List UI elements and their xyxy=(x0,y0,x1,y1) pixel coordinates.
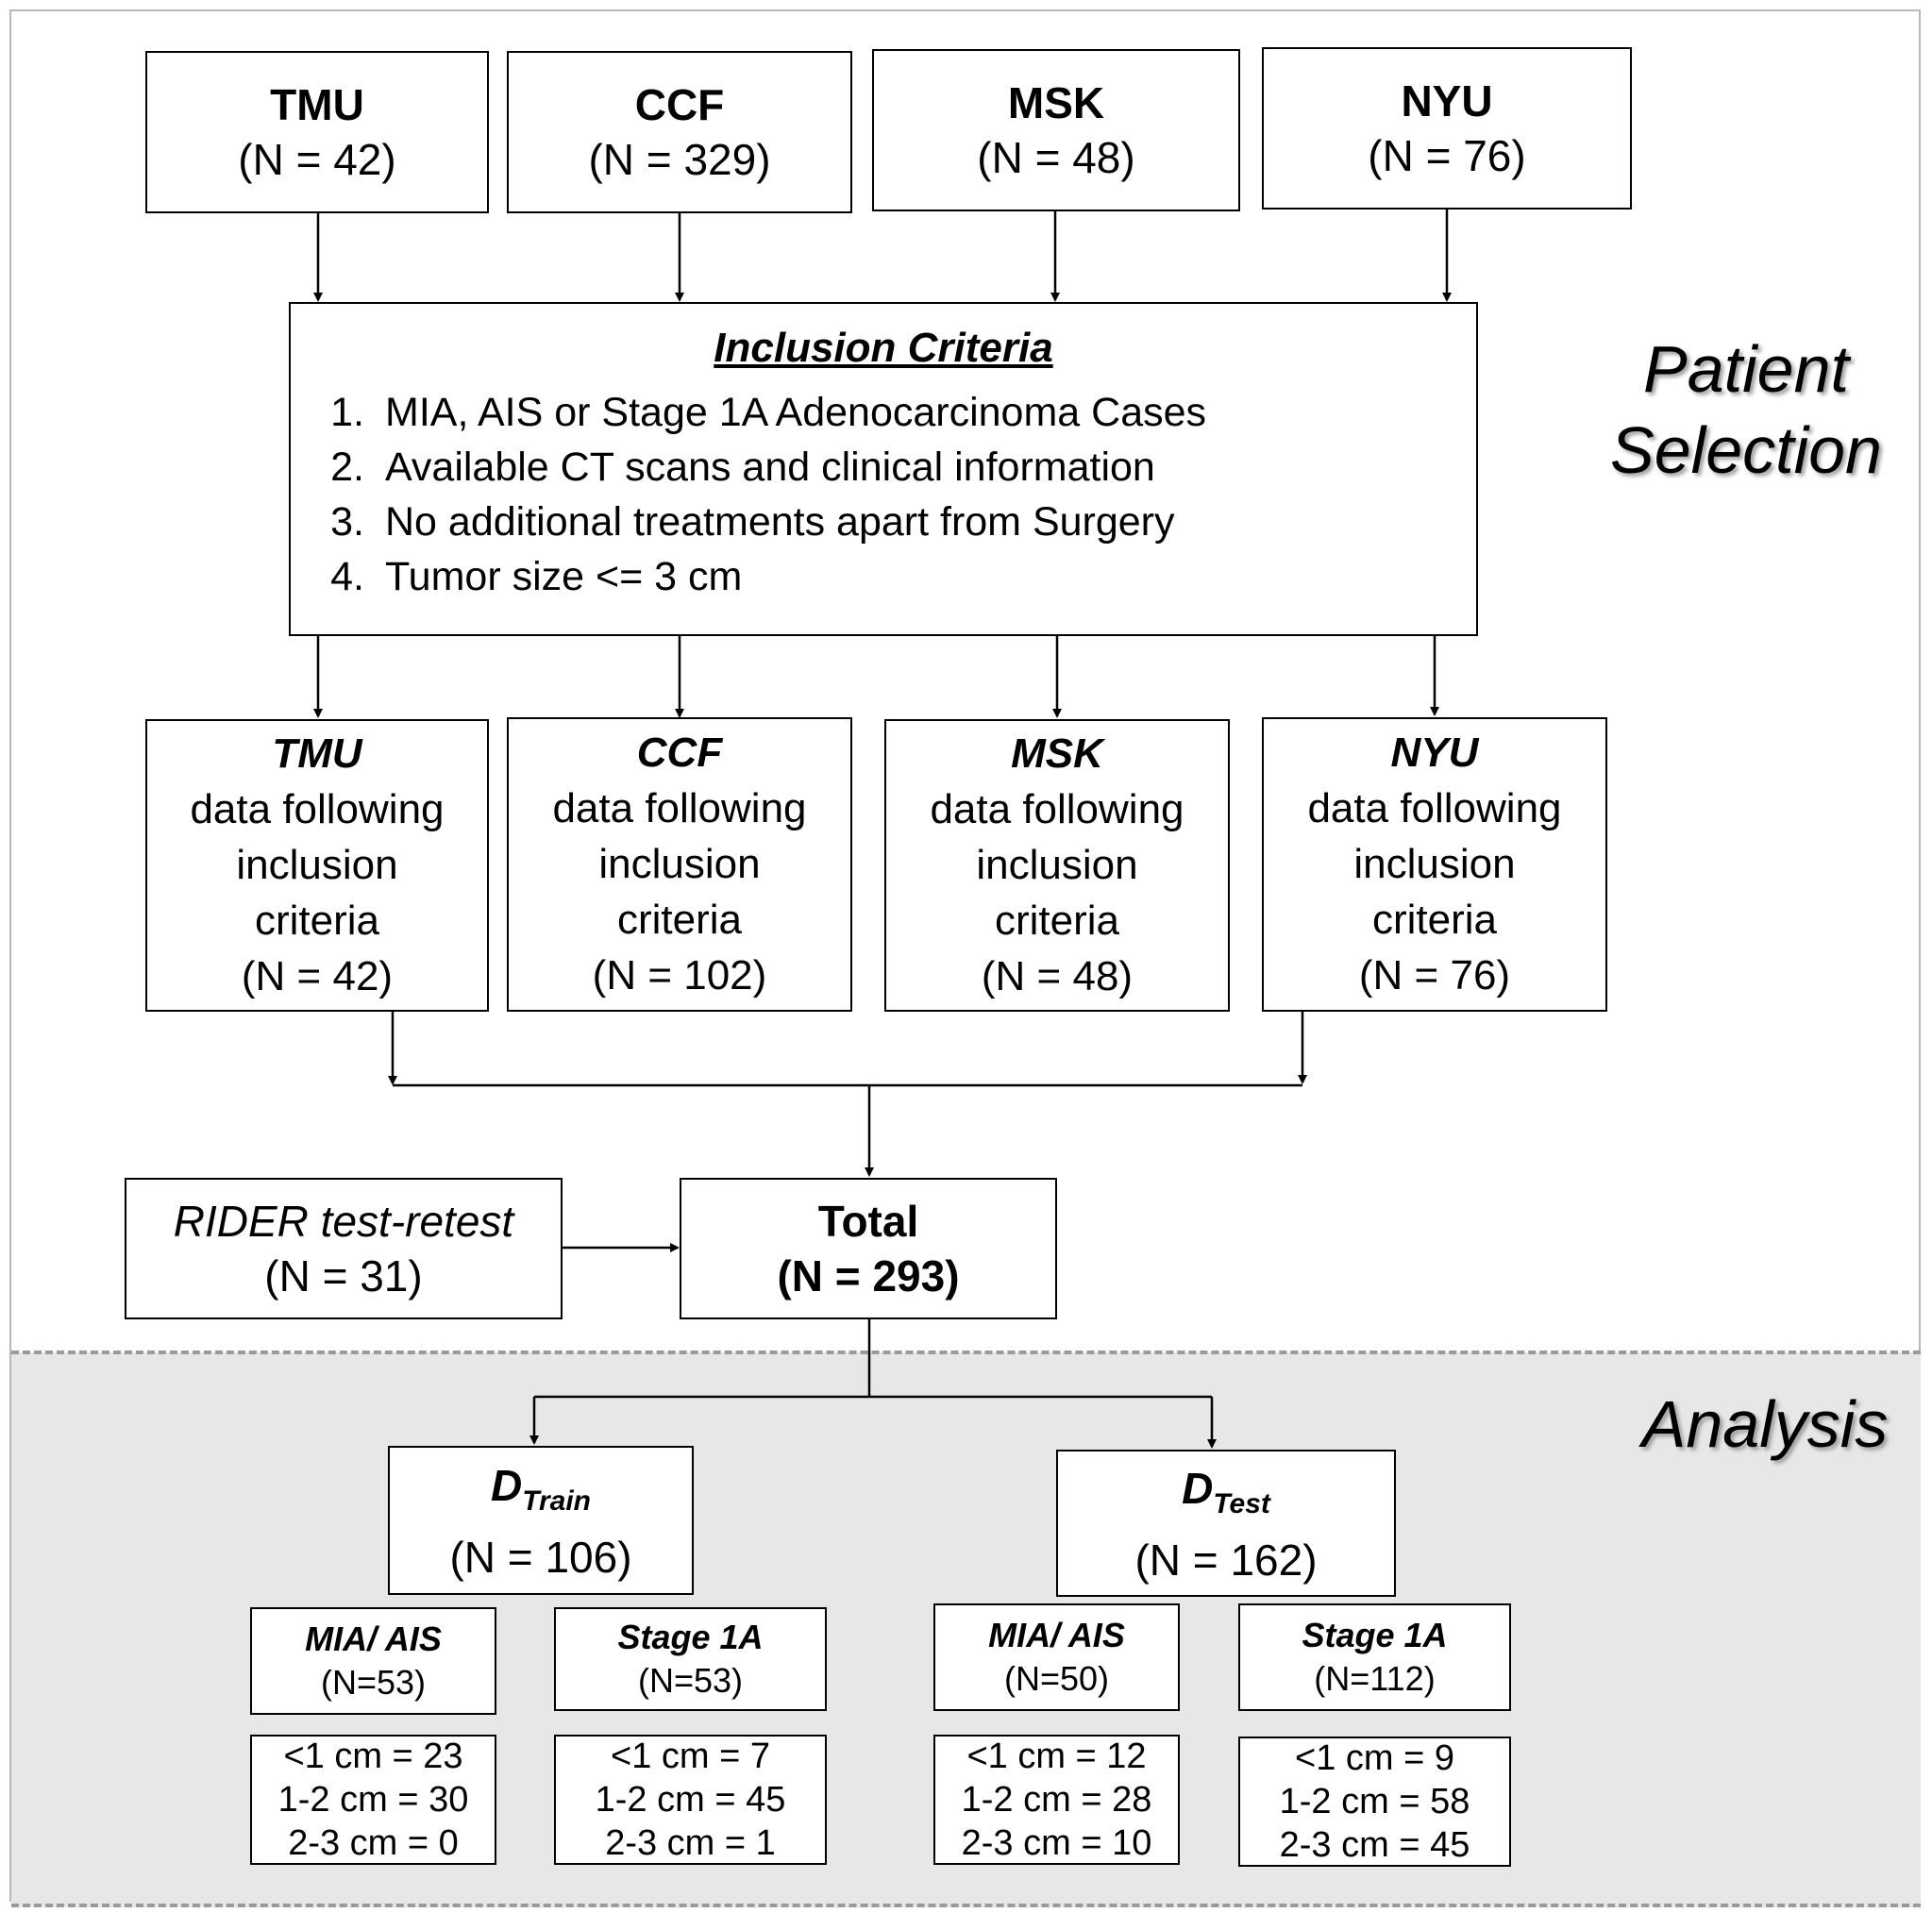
train-box: DTrain (N = 106) xyxy=(388,1446,694,1595)
source-box-tmu: TMU (N = 42) xyxy=(145,51,489,213)
criteria-item: 2.Available CT scans and clinical inform… xyxy=(330,445,1155,490)
inclusion-criteria-title: Inclusion Criteria xyxy=(714,325,1053,371)
filtered-count: (N = 48) xyxy=(981,953,1134,999)
train-mia-ais-box: MIA/ AIS (N=53) xyxy=(250,1607,496,1715)
test-count: (N = 162) xyxy=(1134,1535,1318,1585)
source-box-msk: MSK (N = 48) xyxy=(872,49,1240,211)
section-divider-bottom xyxy=(11,1904,1921,1907)
filtered-count: (N = 76) xyxy=(1358,952,1511,998)
criteria-item: 4.Tumor size <= 3 cm xyxy=(330,554,743,599)
filtered-count: (N = 102) xyxy=(592,952,767,998)
train-mia-ais-sizes: <1 cm = 23 1-2 cm = 30 2-3 cm = 0 xyxy=(250,1735,496,1865)
total-title: Total xyxy=(817,1197,919,1246)
criteria-item: 3.No additional treatments apart from Su… xyxy=(330,499,1175,545)
patient-selection-label: Patient Selection xyxy=(1610,332,1882,487)
total-box: Total (N = 293) xyxy=(680,1178,1057,1319)
test-mia-ais-sizes: <1 cm = 12 1-2 cm = 28 2-3 cm = 10 xyxy=(933,1735,1180,1865)
section-divider-top xyxy=(11,1351,1921,1354)
rider-title: RIDER test-retest xyxy=(173,1197,514,1246)
train-stage-1a-box: Stage 1A (N=53) xyxy=(554,1607,827,1711)
rider-count: (N = 31) xyxy=(264,1251,423,1301)
test-stage-1a-sizes: <1 cm = 9 1-2 cm = 58 2-3 cm = 45 xyxy=(1238,1737,1511,1867)
total-count: (N = 293) xyxy=(777,1251,960,1301)
inclusion-criteria-box: Inclusion Criteria 1.MIA, AIS or Stage 1… xyxy=(289,302,1478,636)
criteria-item: 1.MIA, AIS or Stage 1A Adenocarcinoma Ca… xyxy=(330,390,1207,435)
train-title: DTrain xyxy=(490,1460,592,1517)
rider-box: RIDER test-retest (N = 31) xyxy=(125,1178,563,1319)
test-title: DTest xyxy=(1182,1463,1270,1519)
source-site-label: CCF xyxy=(634,80,725,129)
source-count: (N = 48) xyxy=(977,133,1135,182)
test-box: DTest (N = 162) xyxy=(1056,1450,1396,1597)
filtered-site-label: CCF xyxy=(636,730,723,776)
source-site-label: MSK xyxy=(1007,78,1105,127)
filtered-count: (N = 42) xyxy=(241,953,394,999)
train-stage-1a-sizes: <1 cm = 7 1-2 cm = 45 2-3 cm = 1 xyxy=(554,1735,827,1865)
source-box-ccf: CCF (N = 329) xyxy=(507,51,852,213)
filtered-site-label: NYU xyxy=(1390,730,1479,776)
test-stage-1a-box: Stage 1A (N=112) xyxy=(1238,1603,1511,1711)
test-mia-ais-box: MIA/ AIS (N=50) xyxy=(933,1603,1180,1711)
filtered-site-label: TMU xyxy=(272,730,362,777)
source-count: (N = 76) xyxy=(1368,131,1526,180)
source-count: (N = 329) xyxy=(588,135,771,184)
inclusion-criteria-list: 1.MIA, AIS or Stage 1A Adenocarcinoma Ca… xyxy=(291,385,1206,604)
train-count: (N = 106) xyxy=(449,1532,632,1582)
filtered-box-tmu: TMU data following inclusion criteria (N… xyxy=(145,719,489,1012)
filtered-site-label: MSK xyxy=(1011,730,1103,777)
source-site-label: TMU xyxy=(270,80,364,129)
source-count: (N = 42) xyxy=(238,135,396,184)
filtered-box-ccf: CCF data following inclusion criteria (N… xyxy=(507,717,852,1012)
filtered-box-nyu: NYU data following inclusion criteria (N… xyxy=(1262,717,1607,1012)
source-site-label: NYU xyxy=(1401,76,1493,126)
analysis-label: Analysis xyxy=(1641,1387,1889,1461)
filtered-box-msk: MSK data following inclusion criteria (N… xyxy=(884,719,1230,1012)
source-box-nyu: NYU (N = 76) xyxy=(1262,47,1632,210)
